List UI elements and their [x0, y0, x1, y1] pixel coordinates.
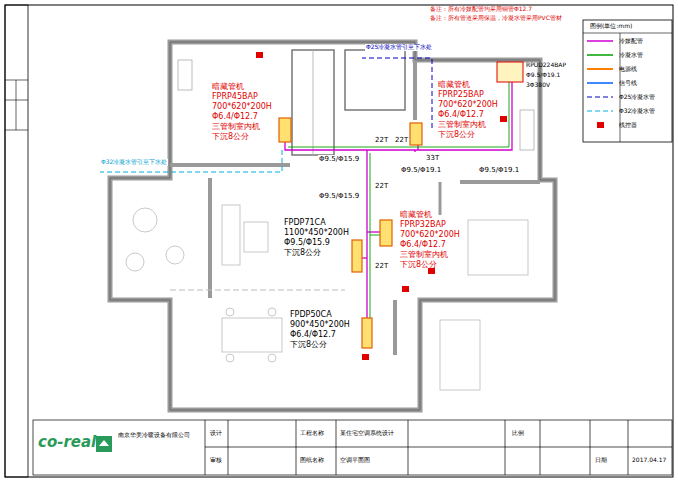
legend-row: Φ25冷凝水管 [585, 90, 671, 104]
pipe-size: Φ9.5/Φ19.1 [478, 166, 520, 174]
unit-label: 暗藏管机 [212, 82, 244, 91]
table-cell: 设计 [210, 430, 222, 437]
table-cell: 工程名称 [300, 430, 324, 437]
unit-model: FPDP50CA [290, 310, 332, 319]
outdoor-model: RPUD224BAP [526, 62, 566, 69]
unit-note: 下沉8公分 [290, 340, 327, 349]
pipe-size: Φ6.4/Φ12.7 [212, 112, 258, 121]
title-block [33, 420, 672, 475]
pipe-size: Φ9.5/Φ15.9 [318, 155, 360, 163]
pipe-size: Φ9.5/Φ19.1 [400, 166, 442, 174]
legend-sample [585, 36, 615, 46]
unit-label: 暗藏管机 [400, 210, 432, 219]
pipe-tag: 33T [425, 154, 440, 162]
unit-label: 三管制室内机 [438, 120, 486, 129]
pipe-size: Φ9.5/Φ15.9 [318, 192, 360, 200]
unit-model: FPRP32BAP [400, 220, 446, 229]
legend-row: 信号线 [585, 76, 671, 90]
refrigerant-pipe [285, 82, 512, 318]
unit-size: 700*620*200H [400, 230, 460, 239]
power-spec: 3Φ380V [526, 82, 550, 89]
pipe-tag: 22T [374, 136, 389, 144]
unit-size: 900*450*200H [290, 320, 350, 329]
company-name: 南京华美冷暖设备有限公司 [118, 432, 190, 439]
pipe-tag: 22T [374, 182, 389, 190]
legend-text: 冷媒配管 [619, 37, 643, 46]
controller-symbol [256, 52, 507, 360]
legend-row: 冷媒配管 [585, 34, 671, 48]
unit-size: 700*620*200H [438, 100, 498, 109]
outdoor-unit [497, 62, 523, 82]
pipe-size: Φ6.4/Φ12.7 [290, 330, 336, 339]
legend-sample [585, 120, 615, 130]
note: 备注：所有管道采用保温，冷凝水管采用PVC管材 [430, 15, 562, 22]
pipe-tag: 22T [394, 136, 409, 144]
side-strip [5, 5, 28, 477]
unit-size: 1100*450*200H [284, 228, 349, 237]
pipe-size: Φ9.5/Φ19.1 [526, 72, 560, 79]
table-cell: 比例 [512, 430, 524, 437]
legend-sample [585, 50, 615, 60]
unit-model: FPDP71CA [284, 218, 326, 227]
logo-text: co-real [38, 434, 96, 451]
legend-row: Φ32冷凝水管 [585, 104, 671, 118]
legend-sample [585, 78, 615, 88]
table-cell: 空调平面图 [340, 457, 370, 464]
unit-size: 700*620*200H [212, 102, 272, 111]
condensate-pipe [100, 150, 282, 172]
condensate-pipe [362, 58, 432, 128]
unit-model: FPRP25BAP [438, 90, 484, 99]
pipe-note: Φ25冷凝水管引至下水处 [365, 44, 433, 51]
legend-text: Φ32冷凝水管 [619, 107, 655, 116]
table-cell: 审核 [210, 457, 222, 464]
pipe-size: Φ6.4/Φ12.7 [400, 240, 446, 249]
unit-label: 三管制室内机 [212, 122, 260, 131]
logo-icon [96, 436, 112, 452]
pipe-size: Φ6.4/Φ12.7 [438, 110, 484, 119]
pipe-size: Φ9.5/Φ15.9 [284, 238, 330, 247]
table-cell: 某住宅空调系统设计 [340, 430, 394, 437]
unit-label: 暗藏管机 [438, 80, 470, 89]
unit-note: 下沉8公分 [212, 132, 249, 141]
unit-model: FPRP45BAP [212, 92, 258, 101]
table-cell: 2017.04.17 [632, 457, 666, 464]
pipe-note: Φ32冷凝水管引至下水处 [100, 159, 168, 166]
table-cell: 图纸名称 [300, 457, 324, 464]
legend-table [583, 20, 672, 142]
legend-text: 电源线 [619, 65, 637, 74]
furniture [126, 205, 528, 390]
legend-sample [585, 106, 615, 116]
legend-sample [585, 92, 615, 102]
legend-row: 冷凝水管 [585, 48, 671, 62]
legend-text: 冷凝水管 [619, 51, 643, 60]
frame [5, 5, 673, 477]
pipe-tag: 22T [374, 262, 389, 270]
unit-note: 下沉8公分 [284, 248, 321, 257]
unit-note: 下沉8公分 [438, 130, 475, 139]
legend-text: Φ25冷凝水管 [619, 93, 655, 102]
legend-text: 信号线 [619, 79, 637, 88]
unit-note: 下沉8公分 [400, 260, 437, 269]
note: 备注：所有冷媒配管均采用铜管Φ12.7 [430, 6, 532, 13]
legend-row: 电源线 [585, 62, 671, 76]
table-cell: 日期 [595, 457, 607, 464]
walls [110, 42, 555, 410]
unit-label: 三管制室内机 [400, 250, 448, 259]
legend-row: 线控器 [585, 118, 671, 132]
legend-text: 线控器 [619, 121, 637, 130]
legend-sample [585, 64, 615, 74]
legend-title: 图例(单位:mm) [590, 23, 632, 30]
